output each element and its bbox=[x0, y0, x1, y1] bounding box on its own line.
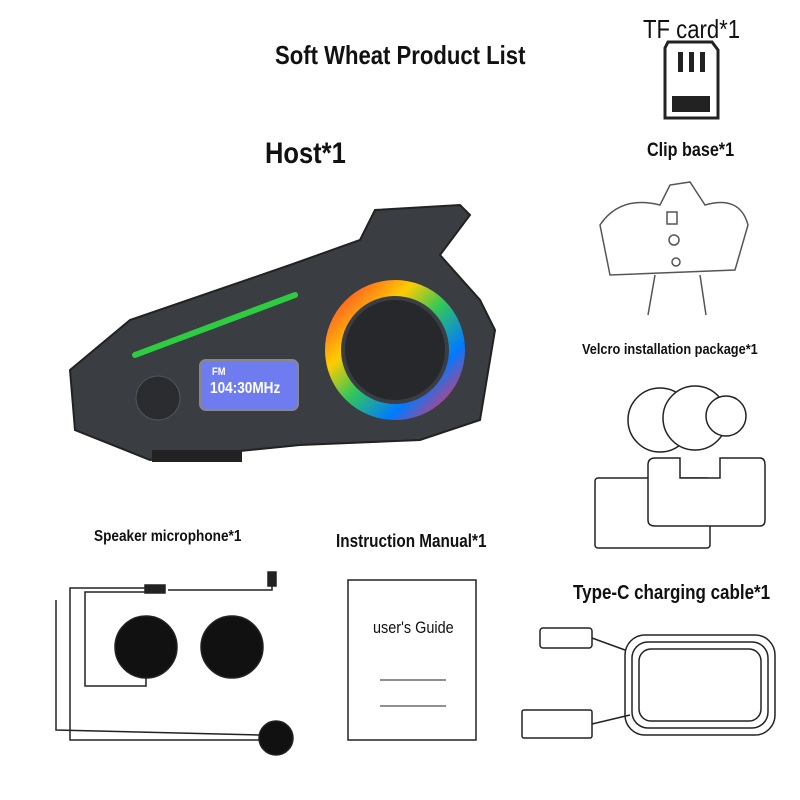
velcro-label: Velcro installation package*1 bbox=[582, 341, 758, 358]
page-title: Soft Wheat Product List bbox=[275, 40, 526, 70]
lcd-frequency: 104:30MHz bbox=[210, 380, 281, 397]
manual-label: Instruction Manual*1 bbox=[336, 531, 487, 551]
type-c-cable-icon bbox=[521, 627, 776, 739]
clip-base-icon bbox=[599, 181, 749, 316]
cable-label: Type-C charging cable*1 bbox=[573, 582, 771, 604]
clip-base-label: Clip base*1 bbox=[647, 140, 735, 161]
tf-card-icon bbox=[663, 40, 720, 120]
speaker-microphone-icon bbox=[55, 571, 294, 756]
lcd-mode: FM bbox=[212, 366, 226, 378]
velcro-icon bbox=[594, 385, 766, 549]
speaker-microphone-label: Speaker microphone*1 bbox=[94, 528, 242, 545]
host-device-image bbox=[68, 203, 497, 462]
tf-card-label: TF card*1 bbox=[643, 14, 741, 44]
manual-cover-text: user's Guide bbox=[373, 618, 454, 637]
manual-icon bbox=[347, 579, 477, 741]
host-label: Host*1 bbox=[265, 137, 346, 170]
